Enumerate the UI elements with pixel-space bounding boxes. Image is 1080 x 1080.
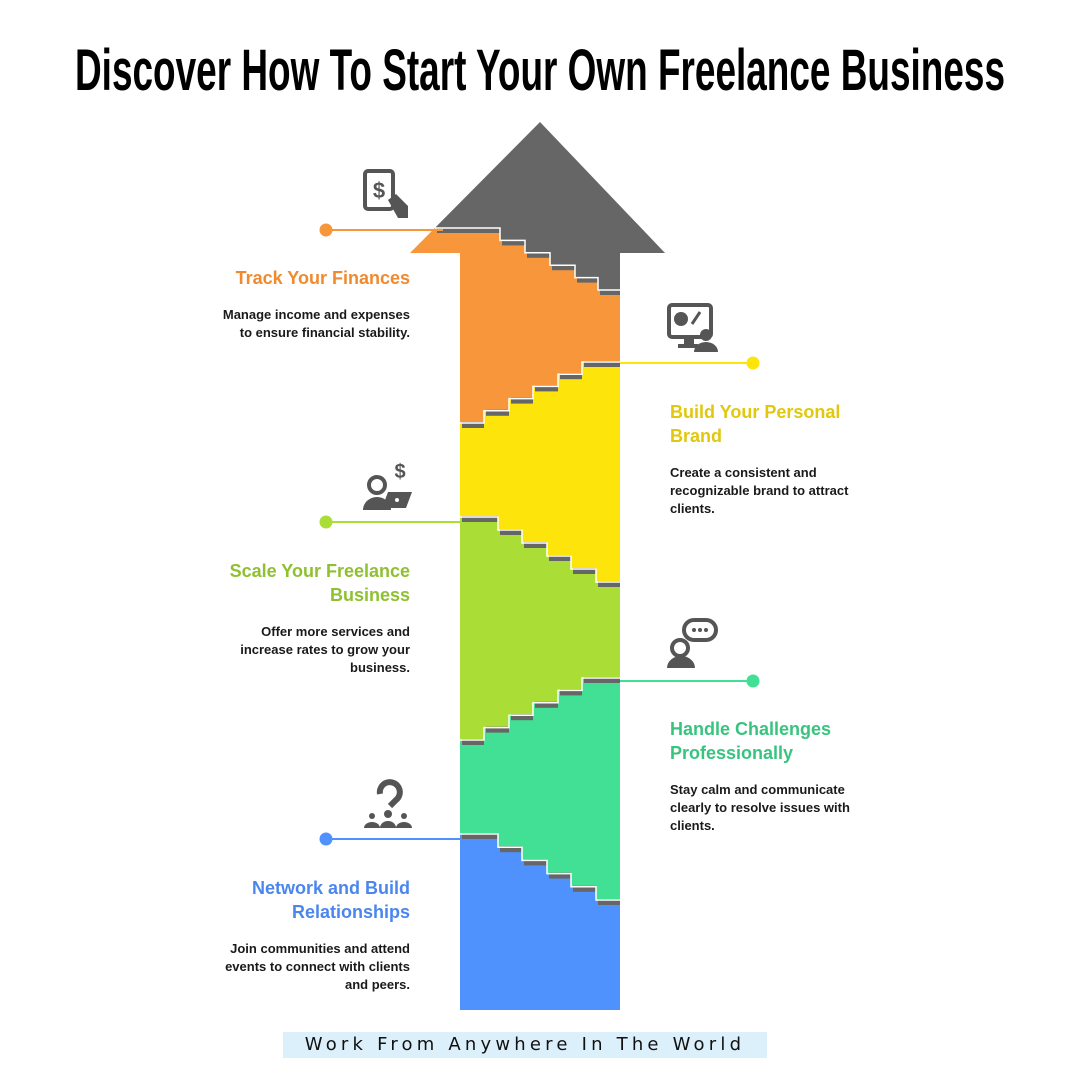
stair-tread [502,239,525,246]
stair-tread [462,833,498,839]
person-speech-bubble-icon [667,618,718,668]
stair-tread [511,397,533,404]
stair-tread [462,422,484,428]
stair-tread [511,714,533,721]
page-title: Discover How To Start Your Own Freelance… [75,38,1005,103]
connector-dot [746,356,760,370]
stair-tread [584,361,620,367]
stair-tread [500,529,522,535]
connector-dot [746,674,760,688]
stair-tread [437,227,500,233]
step-personal-brand: Build Your Personal Brand Create a consi… [670,400,855,518]
segment-personal-brand [460,362,620,582]
footer-banner: Work From Anywhere In The World [283,1032,767,1058]
step-description: Create a consistent and recognizable bra… [670,465,849,516]
stair-edge [460,516,620,583]
svg-text:$: $ [373,178,385,203]
group-question-icon [364,779,412,828]
stair-tread [500,846,522,853]
stair-tread [573,885,596,892]
connector-dot [319,515,333,529]
stair-tread [486,409,509,416]
stair-tread [549,872,571,879]
arrow-head [410,122,665,290]
step-description: Manage income and expenses to ensure fin… [222,307,410,340]
stair-tread [598,581,620,587]
stair-tread [549,555,571,561]
stair-tread [584,677,620,683]
step-description: Join communities and attend events to co… [225,941,410,992]
stair-tread [535,385,558,392]
stair-tread [560,689,582,696]
step-description: Stay calm and communicate clearly to res… [670,782,850,833]
stair-edge [460,361,620,424]
stair-tread [486,726,509,733]
stair-tread [535,701,558,708]
step-title: Handle Challenges Professionally [670,719,832,763]
stair-tread [600,289,620,295]
stair-tread [598,899,620,905]
stair-tread [524,859,547,866]
segment-track-finances [410,228,620,423]
step-description: Offer more services and increase rates t… [240,624,410,675]
step-title: Build Your Personal Brand [670,402,841,446]
segment-network [460,834,620,1010]
dollar-document-hand-icon: $ [363,169,408,218]
stair-tread [560,373,582,380]
stair-tread [462,516,498,522]
stair-tread [552,264,575,271]
stair-tread [524,542,547,548]
step-scale-business: Scale Your Freelance Business Offer more… [210,559,410,677]
step-handle-challenges: Handle Challenges Professionally Stay ca… [670,717,870,835]
person-laptop-dollar-icon: $ [363,461,412,510]
stair-tread [462,739,484,745]
stair-edge [460,677,620,741]
stair-edge [460,833,620,901]
monitor-palette-person-icon [667,303,718,352]
step-track-finances: Track Your Finances Manage income and ex… [210,266,410,342]
stair-tread [573,568,596,574]
svg-text:$: $ [394,461,405,483]
step-title: Network and Build Relationships [251,878,410,922]
stair-edge [435,227,620,291]
step-network: Network and Build Relationships Join com… [210,876,410,994]
step-title: Track Your Finances [235,268,410,288]
connector-dot [319,832,333,846]
segment-handle-challenges [460,678,620,900]
step-title: Scale Your Freelance Business [229,561,410,605]
stair-tread [527,251,550,258]
stair-tread [577,276,598,283]
connector-dot [319,223,333,237]
